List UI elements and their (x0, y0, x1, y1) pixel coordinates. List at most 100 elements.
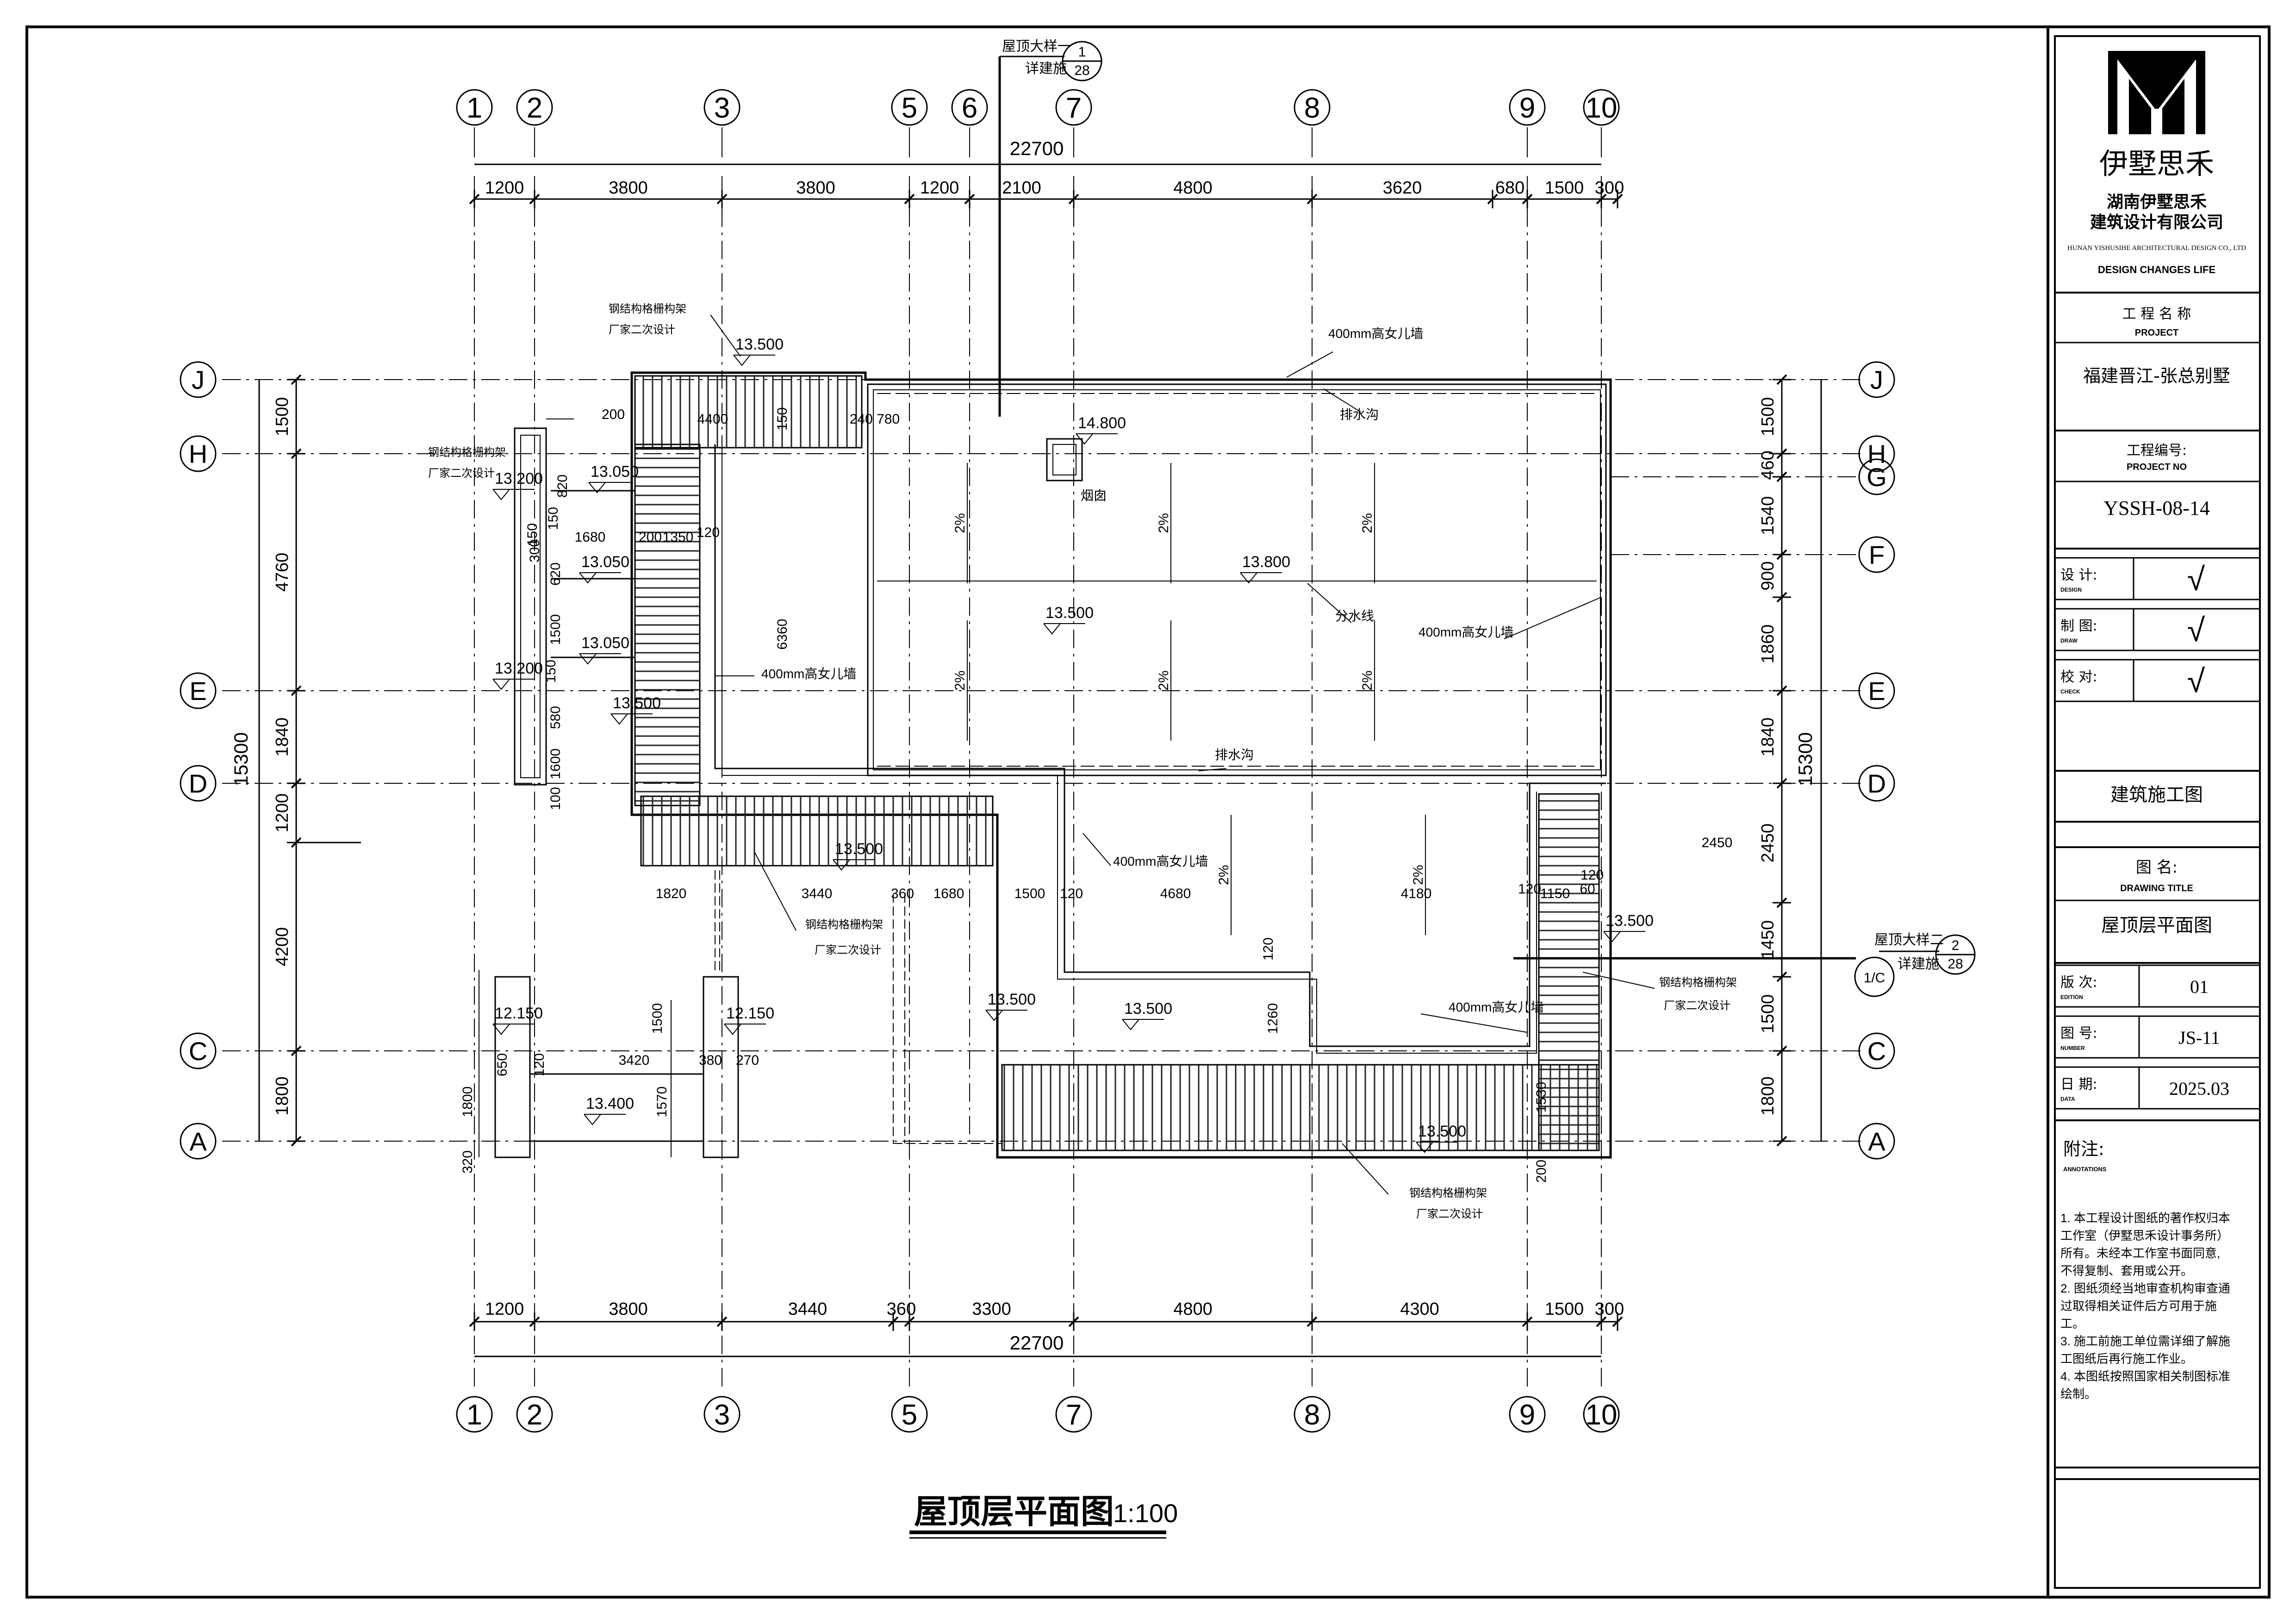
drawing-title-tb: 屋顶层平面图 (2101, 915, 2212, 936)
notes-label: 附注: (2063, 1139, 2104, 1159)
dim-right: 1840 (1758, 718, 1778, 757)
leader-line (1504, 597, 1602, 639)
inner-dim-label: 270 (736, 1053, 759, 1068)
dim-total-bottom: 22700 (1010, 1332, 1064, 1354)
grid-bubble-top (951, 89, 988, 126)
project-label-en: PROJECT (2135, 328, 2178, 338)
elevation-marker (724, 1024, 741, 1035)
grid-bubble-bottom (891, 1396, 928, 1433)
elevation-marker (1240, 572, 1257, 584)
steel-frame-mid (640, 795, 994, 867)
dim-right: 460 (1758, 450, 1778, 480)
grid-label-left: H (189, 439, 207, 468)
elevation-label: 14.800 (1078, 414, 1126, 432)
inner-dim-label: 150 (775, 407, 790, 431)
grid-bubble-left (180, 1032, 217, 1069)
steel-frame-right (1538, 793, 1600, 1151)
dim-bottom: 3800 (609, 1299, 648, 1319)
elevation-marker (1416, 1142, 1433, 1153)
leader-line (1083, 833, 1111, 866)
svg-text:版 次:: 版 次: (2060, 974, 2097, 991)
stage: 建筑施工图 (2110, 784, 2203, 806)
inner-dim-label: 120 (532, 1053, 547, 1076)
dim-top: 300 (1595, 178, 1624, 198)
company-logo-icon (2108, 51, 2205, 134)
elevation-label: 13.050 (581, 553, 629, 571)
note-label: 分水线 (1335, 609, 1374, 623)
dim-right: 1800 (1758, 1076, 1778, 1116)
main-roof-inner (873, 389, 1601, 770)
note-line: 工作室（伊墅思禾设计事务所） (2060, 1229, 2229, 1243)
inner-dim-label: 1500 (548, 614, 563, 645)
dim-top: 1200 (920, 178, 959, 198)
grid-bubble-bottom (1294, 1396, 1331, 1433)
column-a-left (494, 976, 531, 1158)
inner-dim-label: 2450 (1702, 835, 1733, 850)
inner-dim-label: 4400 (697, 412, 728, 427)
inner-dim-label: 1260 (1265, 1003, 1281, 1034)
inner-dim-label: 120 (1060, 886, 1083, 901)
elevation-marker (492, 1024, 510, 1035)
dim-left: 1840 (273, 718, 292, 757)
dim-bottom: 3440 (788, 1299, 828, 1319)
svg-text:图 号:: 图 号: (2060, 1025, 2097, 1042)
project-no: YSSH-08-14 (2103, 497, 2210, 519)
svg-text:DATA: DATA (2060, 1096, 2075, 1102)
note-line: 过取得相关证件后方可用于施 (2060, 1299, 2217, 1313)
check-check: √ (2187, 663, 2205, 699)
grid-label-right: J (1870, 365, 1883, 394)
drawing-title: 屋顶层平面图 (914, 1493, 1114, 1530)
grid-bubble-bottom (516, 1396, 553, 1433)
edition: 01 (2190, 976, 2209, 997)
note-line: 工。 (2060, 1317, 2084, 1330)
elevation-label: 13.500 (1418, 1123, 1466, 1140)
note-label: 排水沟 (1340, 407, 1379, 422)
grid-label-bottom: 9 (1519, 1399, 1535, 1431)
dim-right: 1450 (1758, 920, 1778, 960)
main-roof-area (867, 383, 1607, 776)
grid-bubble-left (180, 765, 217, 802)
info-rows: 版 次: EDITION 01 图 号: NUMBER JS-11 日 期: D… (2054, 964, 2261, 1110)
grid-label-bottom: 8 (1304, 1399, 1320, 1431)
porch-column-left-inner (520, 435, 541, 778)
grid-label-bottom: 3 (714, 1399, 730, 1431)
svg-text:1/C: 1/C (1864, 970, 1885, 986)
elevation-label: 13.500 (988, 991, 1036, 1008)
project-no-label: 工程编号: (2127, 443, 2187, 459)
draw-check: √ (2187, 612, 2205, 648)
slope-label: 2% (1411, 865, 1426, 885)
grid-bubble-right (1858, 536, 1895, 573)
grid-label-left: A (189, 1127, 207, 1156)
elevation-marker (833, 859, 850, 871)
grid-bubble-right (1858, 458, 1895, 495)
grid-label-bottom: 7 (1066, 1399, 1082, 1431)
slope-label: 2% (1360, 513, 1375, 533)
notes-label-en: ANNOTATIONS (2063, 1166, 2107, 1173)
dim-left: 1200 (273, 793, 292, 833)
dim-total-top: 22700 (1010, 137, 1064, 159)
svg-text:28: 28 (1074, 63, 1089, 78)
steel-frame-bottom (1001, 1064, 1600, 1151)
dim-top: 1200 (485, 178, 524, 198)
leader-line (1582, 972, 1655, 989)
slope-label: 2% (1156, 513, 1171, 533)
dim-left: 1800 (273, 1076, 292, 1116)
leader-line (1323, 388, 1361, 412)
grid-label-right: F (1869, 540, 1885, 569)
inner-dim-label: 820 (555, 475, 570, 498)
note-line: 4. 本图纸按照国家相关制图标准 (2060, 1369, 2230, 1383)
grid-bubble-bottom (703, 1396, 740, 1433)
inner-dim-label: 380 (699, 1053, 722, 1068)
inner-dim-label: 1600 (548, 749, 563, 780)
dim-top: 4800 (1173, 178, 1213, 198)
elevation-label: 13.200 (495, 660, 543, 677)
note-line: 不得复制、套用或公开。 (2060, 1264, 2193, 1278)
grid-bubble-right (1858, 361, 1895, 398)
grid-bubble-right (1858, 1123, 1895, 1160)
elevation-label: 13.500 (735, 336, 784, 353)
note-label: 400mm高女儿墙 (1328, 326, 1423, 341)
elevation-label: 13.500 (1605, 912, 1654, 930)
elevation-label: 13.500 (1045, 604, 1094, 622)
